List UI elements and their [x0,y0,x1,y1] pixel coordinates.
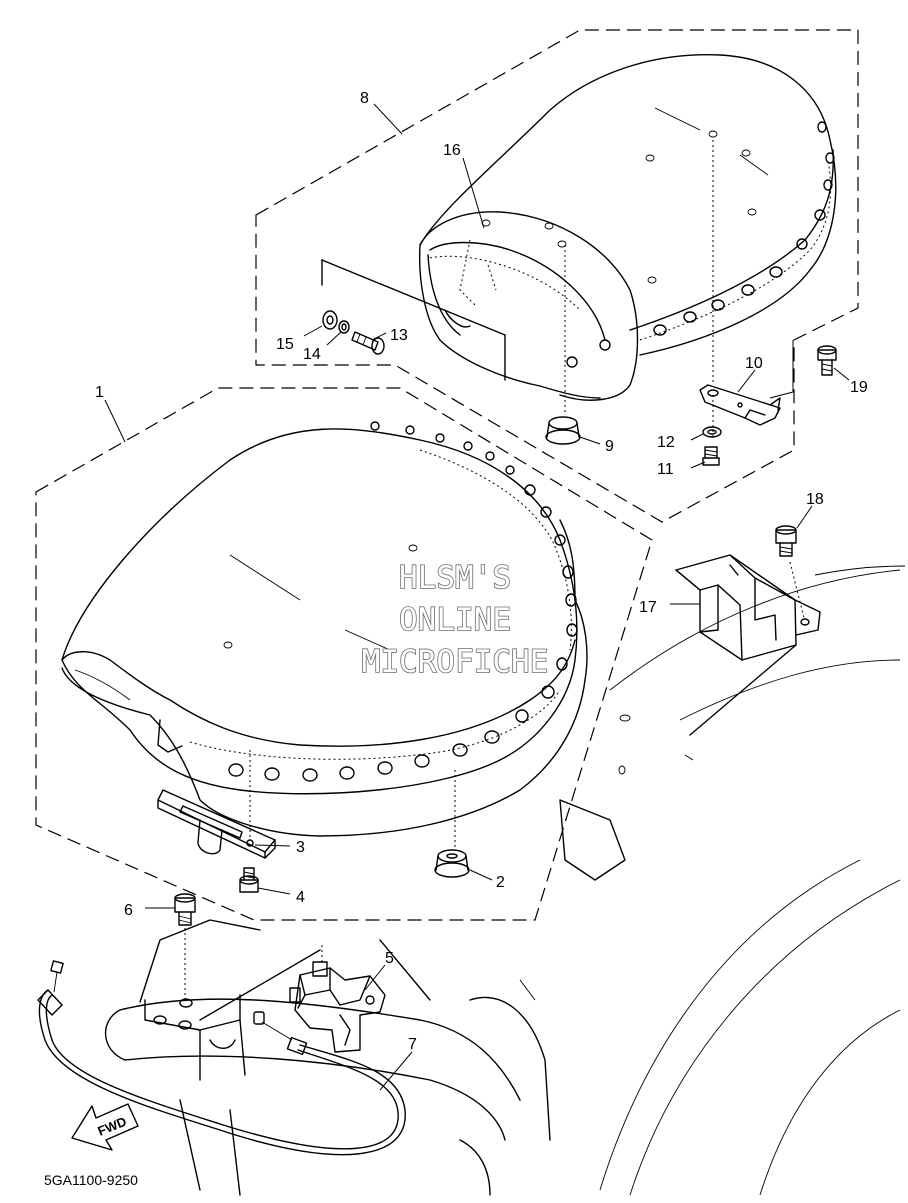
callout-14: 14 [303,346,321,363]
watermark-line-3: MICROFICHE [362,644,549,680]
bracket-17 [675,554,821,736]
callout-5: 5 [385,950,394,967]
watermark-line-2: ONLINE [399,602,511,638]
bracket-10 [699,384,781,426]
bolt-19 [817,345,837,376]
watermark-line-1: HLSM'S [399,560,511,596]
callout-1: 1 [95,384,104,401]
callout-10: 10 [745,355,763,372]
callout-3: 3 [296,839,305,856]
seat-lock-cable [37,960,406,1156]
bolt-13 [351,331,385,355]
callout-13: 13 [390,327,408,344]
callout-15: 15 [276,336,294,353]
bolt-18 [775,525,805,619]
frame-background [559,565,906,1196]
guide-lines-rear [321,140,714,440]
diagram-code: 5GA1100-9250 [44,1172,138,1188]
fwd-arrow-icon: FWD [71,1103,139,1151]
callout-8: 8 [360,90,369,107]
washer-14 [338,320,350,334]
callout-2: 2 [496,874,505,891]
bolt-6 [174,893,196,926]
rear-seat [418,54,837,401]
callout-12: 12 [657,434,675,451]
front-seat [61,421,588,837]
bolt-11 [702,446,720,466]
callout-7: 7 [408,1036,417,1053]
callout-4: 4 [296,889,305,906]
callout-18: 18 [806,491,824,508]
seat-lock [289,961,386,1053]
rear-seat-stud-row [566,121,835,368]
seat-assembly-boundary [35,387,653,921]
damper-9 [545,416,581,445]
rear-frame [104,919,551,1196]
washer-12 [702,426,722,438]
callout-11: 11 [657,461,674,478]
watermark: HLSM'S ONLINE MICROFICHE [361,559,549,681]
callouts: 1 2 3 4 5 6 7 8 9 10 11 12 13 14 15 16 1… [95,90,868,1053]
leader-lines [104,103,850,1091]
washer-15 [322,310,338,330]
callout-16: 16 [443,142,461,159]
damper-2 [434,849,470,878]
rear-seat-assembly-boundary [255,29,859,523]
callout-17: 17 [639,599,657,616]
callout-6: 6 [124,902,133,919]
seat-stud-row [228,421,578,782]
guide-lines-lower [179,928,323,1021]
bolt-4 [239,867,259,893]
guide-lines-front [249,750,456,850]
callout-9: 9 [605,438,614,455]
callout-19: 19 [850,379,868,396]
fwd-label: FWD [96,1114,129,1139]
bracket-3 [157,789,276,859]
